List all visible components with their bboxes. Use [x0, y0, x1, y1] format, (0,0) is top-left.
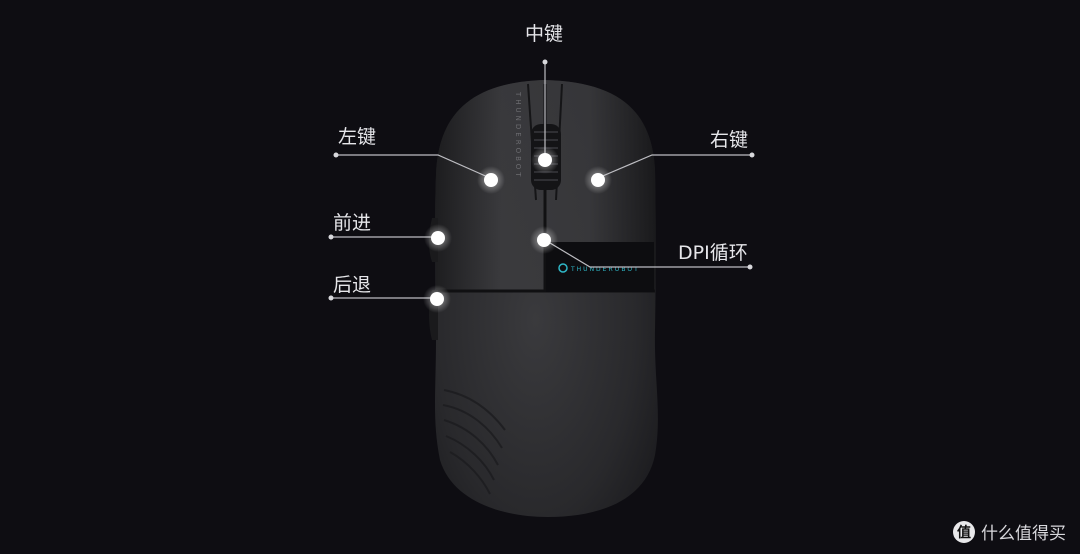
- brand-logo-icon: [558, 263, 568, 273]
- endpoint-forward: [328, 234, 334, 240]
- hotspot-right: [584, 166, 612, 194]
- endpoint-back: [328, 295, 334, 301]
- mouse-body: THUNDEROBOT THUNDEROBOT: [429, 80, 658, 517]
- hotspot-forward: [424, 224, 452, 252]
- leader-left: [336, 154, 491, 179]
- endpoint-middle: [542, 59, 548, 65]
- side-grip-texture: [442, 389, 506, 495]
- brand-badge: THUNDEROBOT: [570, 266, 640, 273]
- watermark-logo-icon: 值: [953, 520, 975, 543]
- hotspot-back: [423, 285, 451, 313]
- label-middle-button: 中键: [525, 23, 564, 45]
- label-right-button: 右键: [710, 129, 749, 151]
- label-back-button: 后退: [333, 274, 372, 296]
- watermark-text: 什么值得买: [981, 524, 1066, 544]
- label-forward-button: 前进: [333, 212, 372, 234]
- endpoint-right: [749, 152, 755, 158]
- endpoint-left: [333, 152, 339, 158]
- label-left-button: 左键: [338, 126, 377, 148]
- label-dpi-button: DPI循环: [678, 242, 748, 264]
- leader-dpi: [544, 239, 750, 268]
- hotspot-left: [477, 166, 505, 194]
- top-engraving: THUNDEROBOT: [514, 91, 522, 180]
- endpoint-dpi: [747, 264, 753, 270]
- hotspot-dpi: [530, 226, 558, 254]
- leader-right: [597, 154, 752, 179]
- leader-lines: [331, 62, 752, 299]
- hotspot-middle: [531, 146, 559, 174]
- hotspots: [423, 146, 612, 313]
- watermark: 值 什么值得买: [953, 519, 1066, 544]
